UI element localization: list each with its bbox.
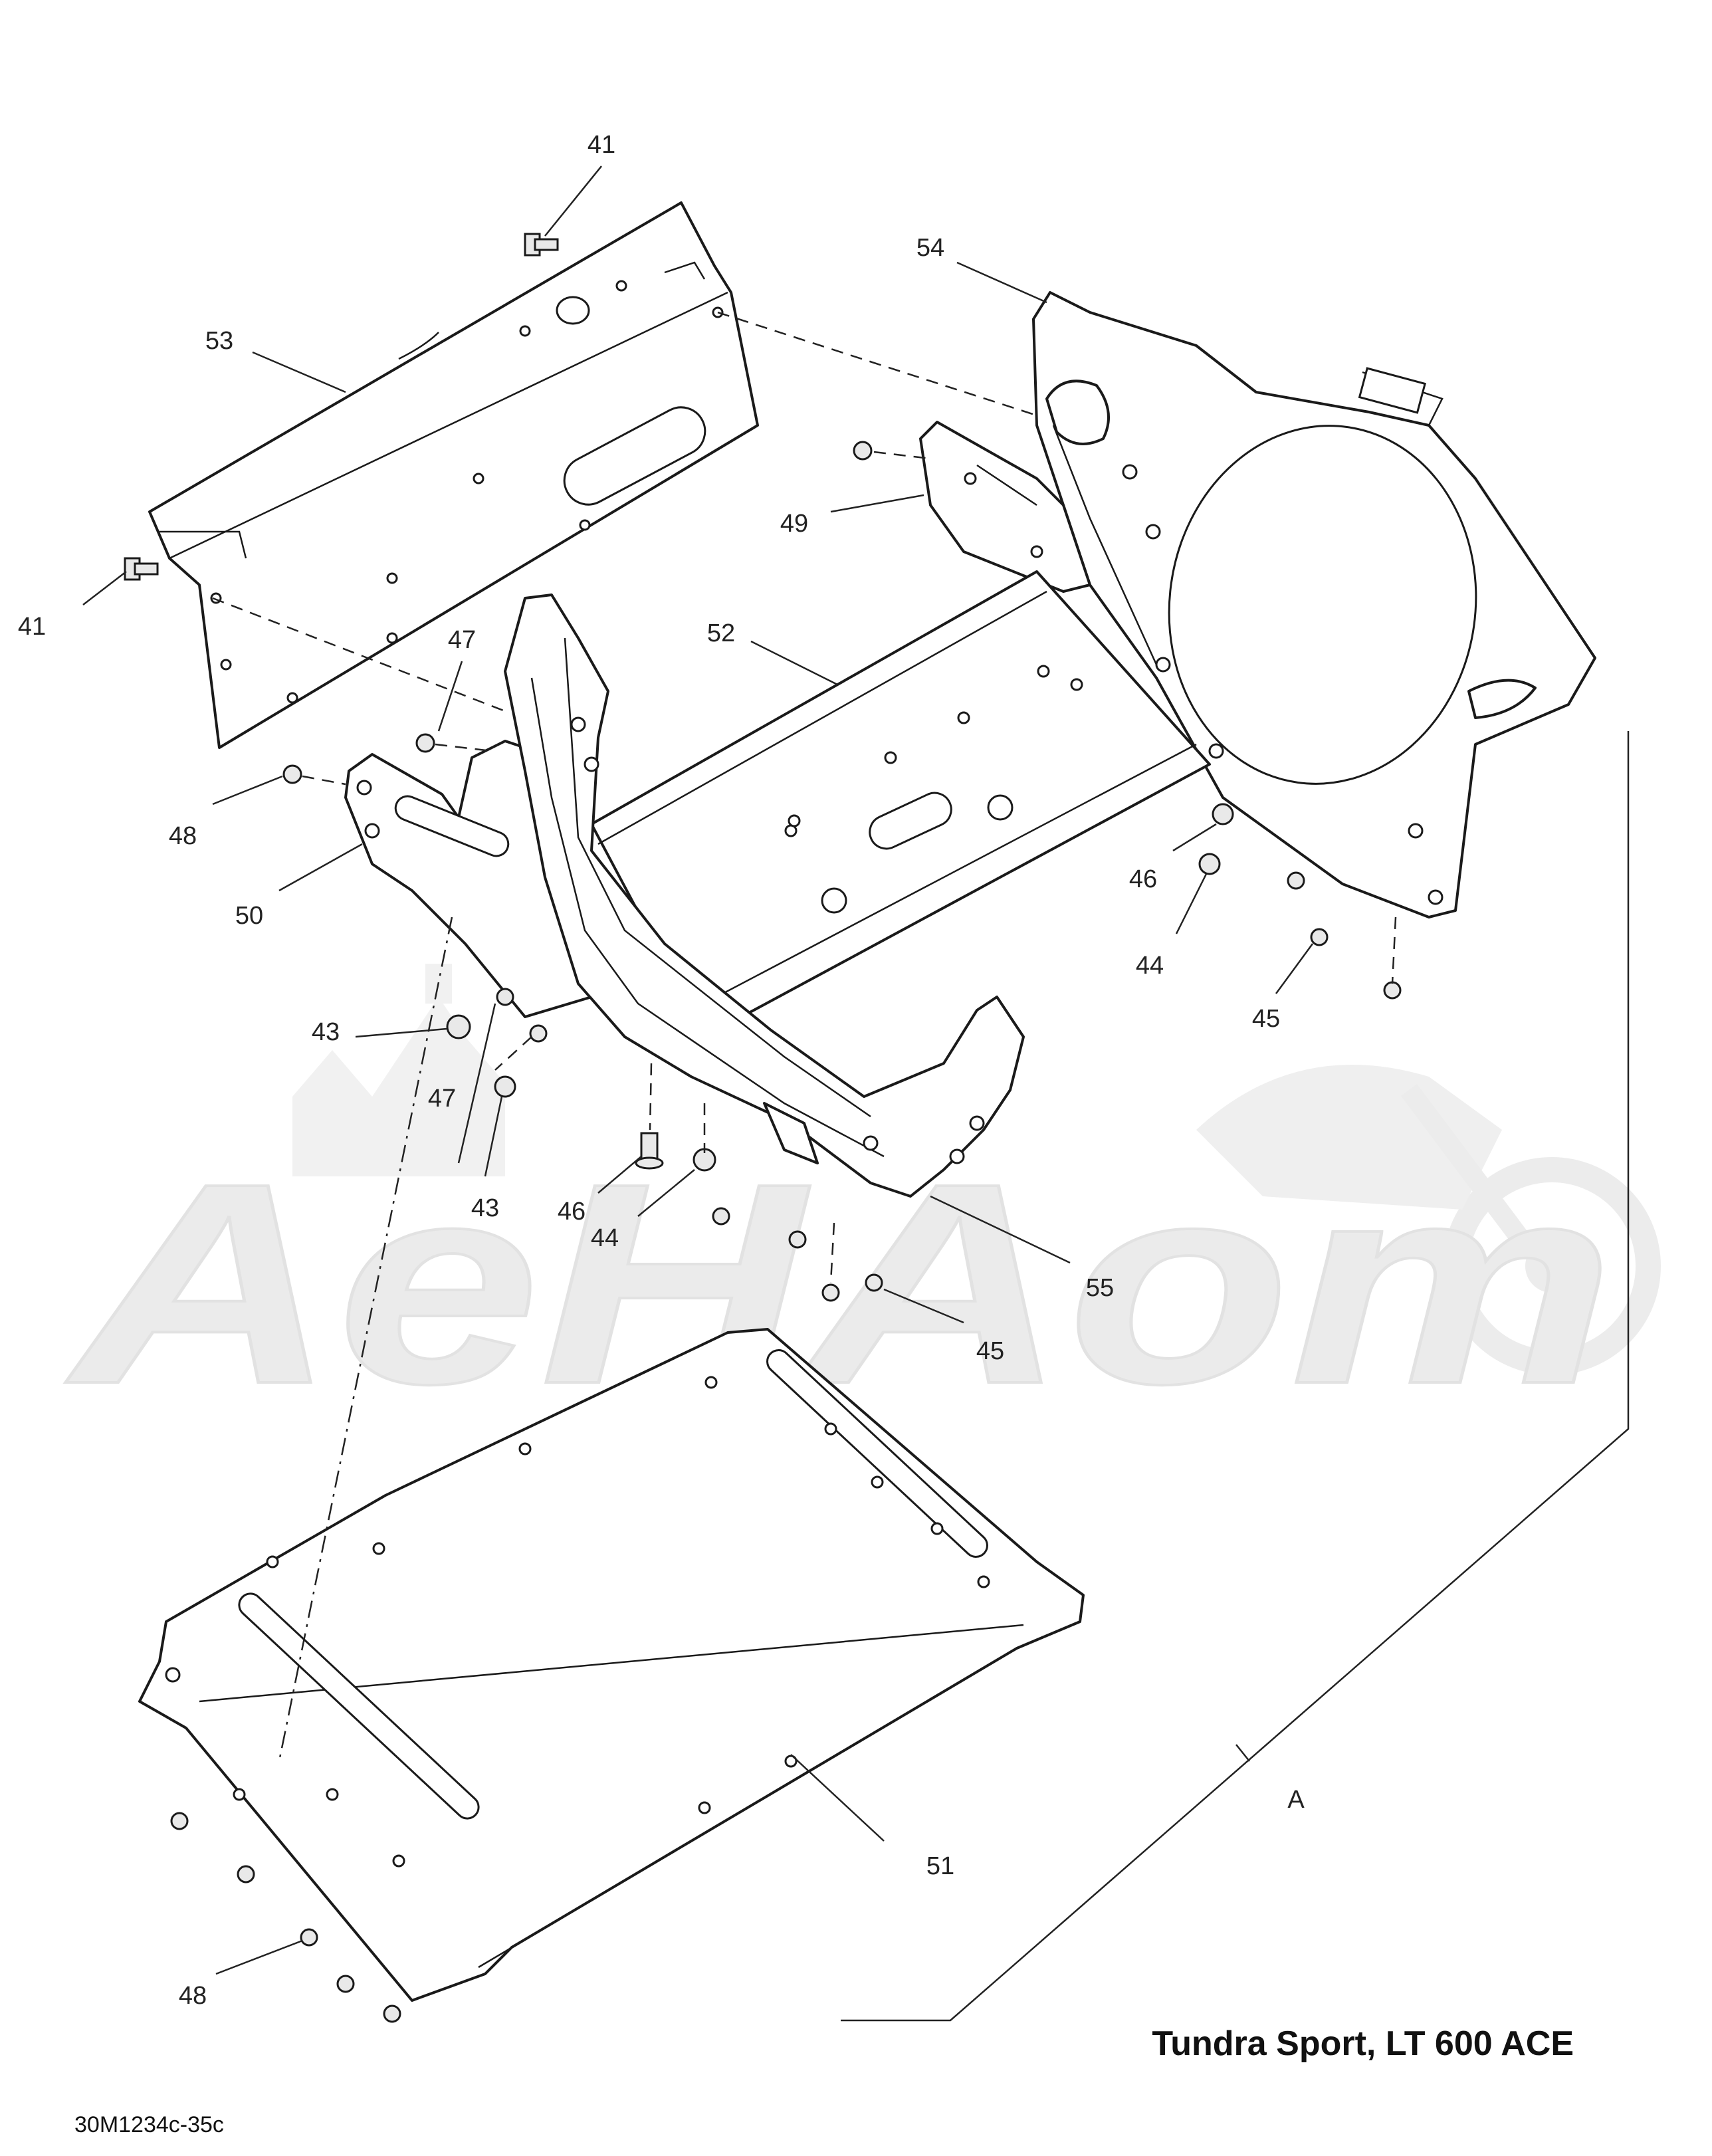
callout-45a: 45 bbox=[1252, 1005, 1280, 1033]
callout-55: 55 bbox=[1086, 1274, 1114, 1302]
nut-45d-icon bbox=[712, 1207, 730, 1226]
callout-45b: 45 bbox=[976, 1337, 1004, 1365]
rivet-48f-icon bbox=[383, 2004, 401, 2023]
nut-45c-icon bbox=[1383, 981, 1402, 1000]
model-title: Tundra Sport, LT 600 ACE bbox=[1152, 2024, 1574, 2063]
rivet-48e-icon bbox=[336, 1975, 355, 1993]
callout-A: A bbox=[1287, 1786, 1305, 1814]
rivet-48a-icon bbox=[282, 764, 302, 784]
part-52-cross-beam bbox=[590, 570, 1211, 1038]
part-55-chassis-frame bbox=[504, 593, 1025, 1198]
watermark: AeHAom bbox=[60, 964, 1661, 1445]
callout-48b: 48 bbox=[179, 1982, 207, 2010]
callout-41a: 41 bbox=[588, 131, 615, 159]
rivet-49-icon bbox=[853, 441, 873, 461]
rivet-48d-icon bbox=[300, 1928, 318, 1947]
callout-51: 51 bbox=[926, 1852, 954, 1880]
callout-47b: 47 bbox=[428, 1085, 456, 1113]
assembly-lines bbox=[212, 311, 1397, 1762]
callout-43b: 43 bbox=[471, 1194, 499, 1222]
callout-47a: 47 bbox=[448, 626, 476, 654]
drawing-reference: 30M1234c-35c bbox=[74, 2112, 224, 2137]
nut-43b-icon bbox=[494, 1075, 516, 1098]
part-49-front-bracket bbox=[919, 421, 1091, 593]
callout-41b: 41 bbox=[18, 613, 46, 641]
nut-45e-icon bbox=[788, 1230, 807, 1249]
callout-52: 52 bbox=[707, 619, 735, 647]
rivet-47b-icon bbox=[496, 988, 514, 1006]
screw-41b-icon bbox=[124, 557, 159, 581]
screw-41a-icon bbox=[524, 233, 559, 257]
callout-54: 54 bbox=[916, 234, 944, 262]
callout-46a: 46 bbox=[1129, 865, 1157, 893]
nut-45g-icon bbox=[865, 1273, 883, 1292]
rivet-48b-icon bbox=[170, 1812, 189, 1830]
callout-labels: 41 41 53 54 49 52 47 48 50 46 44 45 43 4… bbox=[18, 131, 1305, 2010]
callout-43a: 43 bbox=[312, 1018, 340, 1046]
group-a-bracket bbox=[841, 731, 1630, 2022]
rivet-46a-icon bbox=[1212, 803, 1234, 825]
callout-44b: 44 bbox=[591, 1224, 619, 1252]
callout-48a: 48 bbox=[169, 822, 197, 850]
callout-44a: 44 bbox=[1136, 952, 1164, 980]
nut-45a-icon bbox=[1287, 871, 1305, 890]
part-51-skid-plate bbox=[138, 1328, 1085, 2002]
rivet-46b-icon bbox=[635, 1132, 664, 1170]
callout-46b: 46 bbox=[558, 1198, 586, 1226]
rivet-47a-icon bbox=[415, 733, 435, 753]
nut-45f-icon bbox=[821, 1283, 840, 1302]
callout-50: 50 bbox=[235, 902, 263, 930]
callout-49: 49 bbox=[780, 510, 808, 538]
watermark-motorcycle-icon bbox=[1196, 1065, 1661, 1375]
rivet-48c-icon bbox=[237, 1865, 255, 1884]
part-53-rear-panel bbox=[148, 201, 759, 749]
callout-53: 53 bbox=[205, 327, 233, 355]
leader-lines bbox=[82, 165, 1314, 1975]
rivet-44a-icon bbox=[1198, 853, 1221, 875]
nut-43a-icon bbox=[446, 1014, 471, 1039]
rivet-47c-icon bbox=[529, 1024, 548, 1043]
hardware bbox=[124, 233, 1402, 2023]
nut-45b-icon bbox=[1310, 928, 1329, 946]
part-54-front-bulkhead bbox=[1032, 291, 1596, 918]
